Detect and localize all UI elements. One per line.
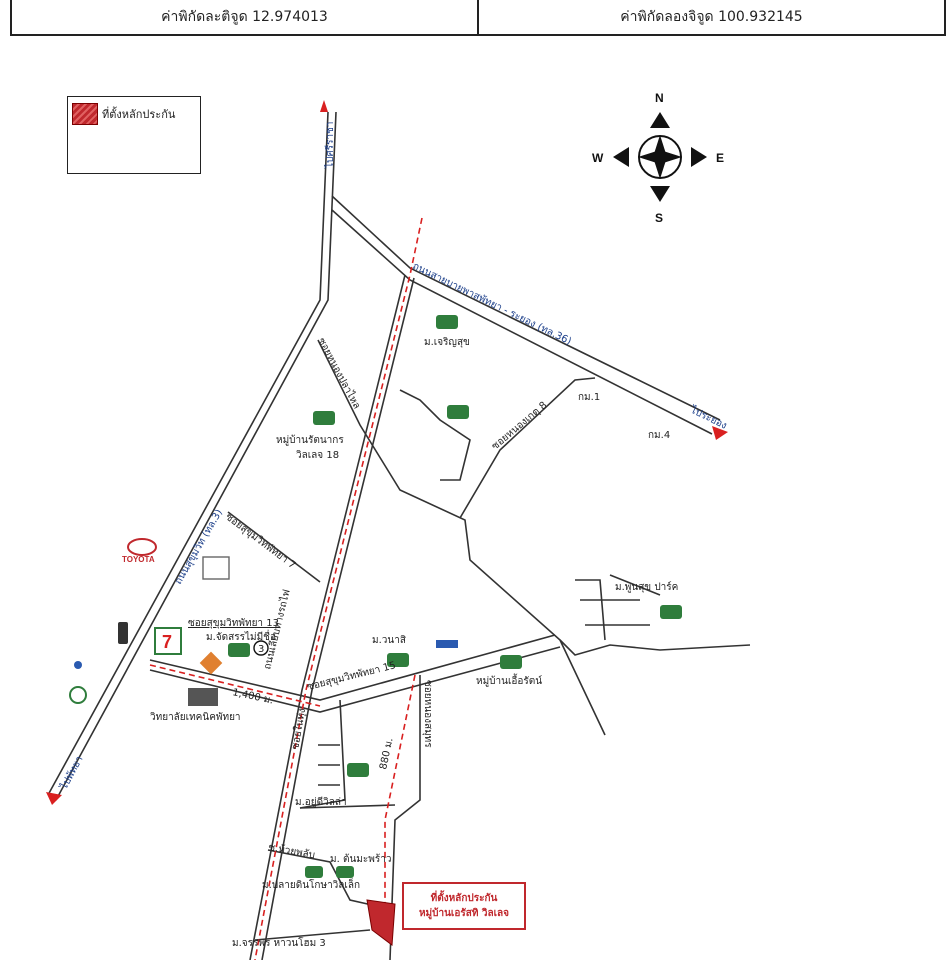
label-road-rail: ถนนเลียบทางรถไฟ [261, 588, 293, 671]
label-km4: กม.4 [648, 430, 670, 441]
route-line [149, 217, 423, 960]
label-soi-lower: ซ.ห้วยพลับ [267, 841, 315, 861]
house-icon [347, 763, 369, 777]
label-toyota: TOYOTA [122, 555, 155, 564]
circle-number [253, 640, 269, 656]
house-icon [387, 653, 409, 667]
seven-eleven-logo [154, 627, 182, 655]
svg-text:3: 3 [258, 644, 264, 655]
coordinate-table: ค่าพิกัดละติจูด 12.974013 ค่าพิกัดลองจิจ… [10, 0, 946, 36]
collateral-marker[interactable] [366, 899, 396, 946]
road-network [47, 111, 751, 960]
label-moo-kanrat2: วิลเลจ 18 [296, 450, 339, 461]
label-college: วิทยาลัยเทคนิคพัทยา [150, 712, 241, 723]
house-icon [305, 866, 323, 878]
house-icon [228, 643, 250, 657]
label-dist-880: 880 ม. [378, 737, 395, 771]
label-km1: กม.1 [578, 392, 600, 403]
svg-text:7: 7 [162, 632, 172, 652]
gas-station-icon [69, 686, 87, 704]
compass-w: W [592, 151, 604, 165]
legend-box: ที่ตั้งหลักประกัน [67, 96, 201, 174]
toyota-logo [127, 538, 157, 556]
label-moo-lower2: ม.ปลายดินโกษาวิลเล็ก [262, 877, 360, 891]
label-to-sriracha: ไปศรีราชา [324, 122, 336, 169]
callout-line1: ที่ตั้งหลักประกัน [430, 893, 498, 904]
house-icons [228, 315, 682, 878]
label-moo-charoen3: ม.จรรพร หาวนโฮม 3 [232, 936, 326, 949]
label-soi-nong-kett: ซอยหนองเกตุ 8 [490, 400, 550, 452]
label-moo-charoensuk: ม.เจริญสุข [424, 337, 470, 348]
college-building-icon [188, 688, 218, 706]
label-road-bypass: ถนนสายบายพาสพัทยา - ระยอง (ทล.36) [411, 261, 573, 348]
house-icon [447, 405, 469, 419]
label-to-rayong: ไประยอง [688, 403, 729, 431]
sign-icon [436, 640, 458, 648]
label-soi-sv13: ซอยสุขุมวิทพัทยา 13 [188, 618, 279, 629]
label-moo-yoo: ม.อยู่ดีวิลล่า [295, 796, 347, 808]
house-icon [336, 866, 354, 878]
mazda-logo [202, 556, 230, 580]
label-moo-phunsuk: ม.พูนสุข ปาร์ค [615, 581, 678, 593]
label-soi-sv7: ซอยสุขุมวิทพัทยา 7 [223, 512, 297, 572]
legend-label: ที่ตั้งหลักประกัน [102, 108, 176, 121]
house-icon [313, 411, 335, 425]
label-soi-sv15: ซอยสุขุมวิทพัทยา 15 [306, 660, 397, 693]
latitude-cell: ค่าพิกัดละติจูด 12.974013 [161, 9, 328, 25]
label-moo-wanasi: ม.วนาสิ [372, 635, 406, 646]
legend-swatch [72, 103, 98, 125]
label-moo-namphrao: ม. ต้นมะพร้าว [330, 853, 391, 865]
shop-icon [199, 651, 223, 675]
arrow-east [712, 426, 728, 440]
map-labels: ไปศรีราชา ไปพัทยา ไประยอง ถนนสุขุมวิท (ท… [58, 122, 729, 949]
compass-s: S [655, 211, 663, 225]
house-icon [436, 315, 458, 329]
collateral-callout[interactable]: ที่ตั้งหลักประกัน หมู่บ้านเอรัสทิ วิลเลจ [402, 882, 526, 930]
label-soi-nongpla: ซอยหนองปลาไหล [315, 336, 363, 411]
callout-line2: หมู่บ้านเอรัสทิ วิลเลจ [418, 908, 510, 919]
traffic-light-icon [118, 622, 128, 644]
compass-e: E [716, 151, 724, 165]
house-icon [660, 605, 682, 619]
compass-n: N [655, 91, 664, 105]
gas-station-icon [74, 661, 82, 669]
arrow-north [320, 100, 328, 112]
label-moo-enjoy: หมู่บ้านเอื้อรัตน์ [476, 673, 542, 687]
arrow-southwest [46, 792, 62, 805]
label-soi-right: ซอยหนองสมุทร [422, 680, 433, 748]
label-moo-kanrat: หมู่บ้านรัตนากร [276, 434, 344, 446]
label-to-pattaya: ไปพัทยา [58, 754, 86, 792]
house-icon [500, 655, 522, 669]
label-moo-jatsan: ม.จัดสรรไม่มีชื่อ [206, 629, 276, 643]
compass-rose: N S E W [592, 91, 724, 225]
longitude-cell: ค่าพิกัดลองจิจูด 100.932145 [477, 0, 944, 34]
